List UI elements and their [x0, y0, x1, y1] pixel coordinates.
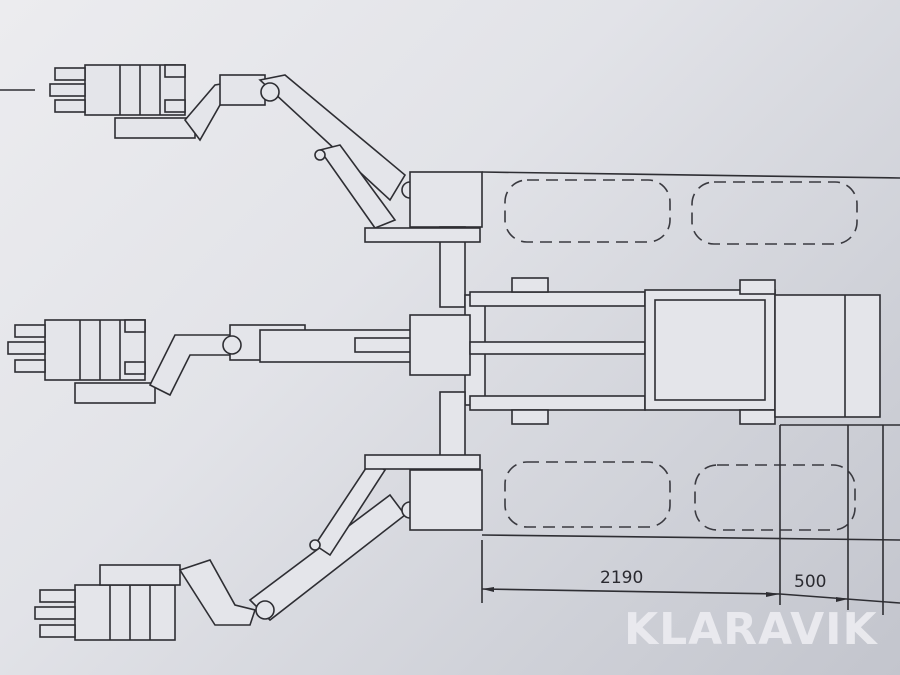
- central-frame: [364, 171, 881, 531]
- wheel-outline: [694, 464, 856, 531]
- carrier-outline: [481, 171, 900, 615]
- wheel-outline: [691, 181, 858, 245]
- wheel-outline: [504, 179, 671, 243]
- watermark-logo: KLARAVIK: [624, 604, 878, 655]
- middle-mower-arm: [7, 319, 441, 404]
- bottom-mower-arm: [34, 460, 419, 641]
- top-mower-arm: [49, 64, 419, 229]
- wheel-outline: [504, 461, 671, 528]
- dimension-label-500: 500: [794, 572, 826, 592]
- dimension-label-2190: 2190: [600, 568, 643, 588]
- dimension-lines: 2190 500: [481, 540, 900, 604]
